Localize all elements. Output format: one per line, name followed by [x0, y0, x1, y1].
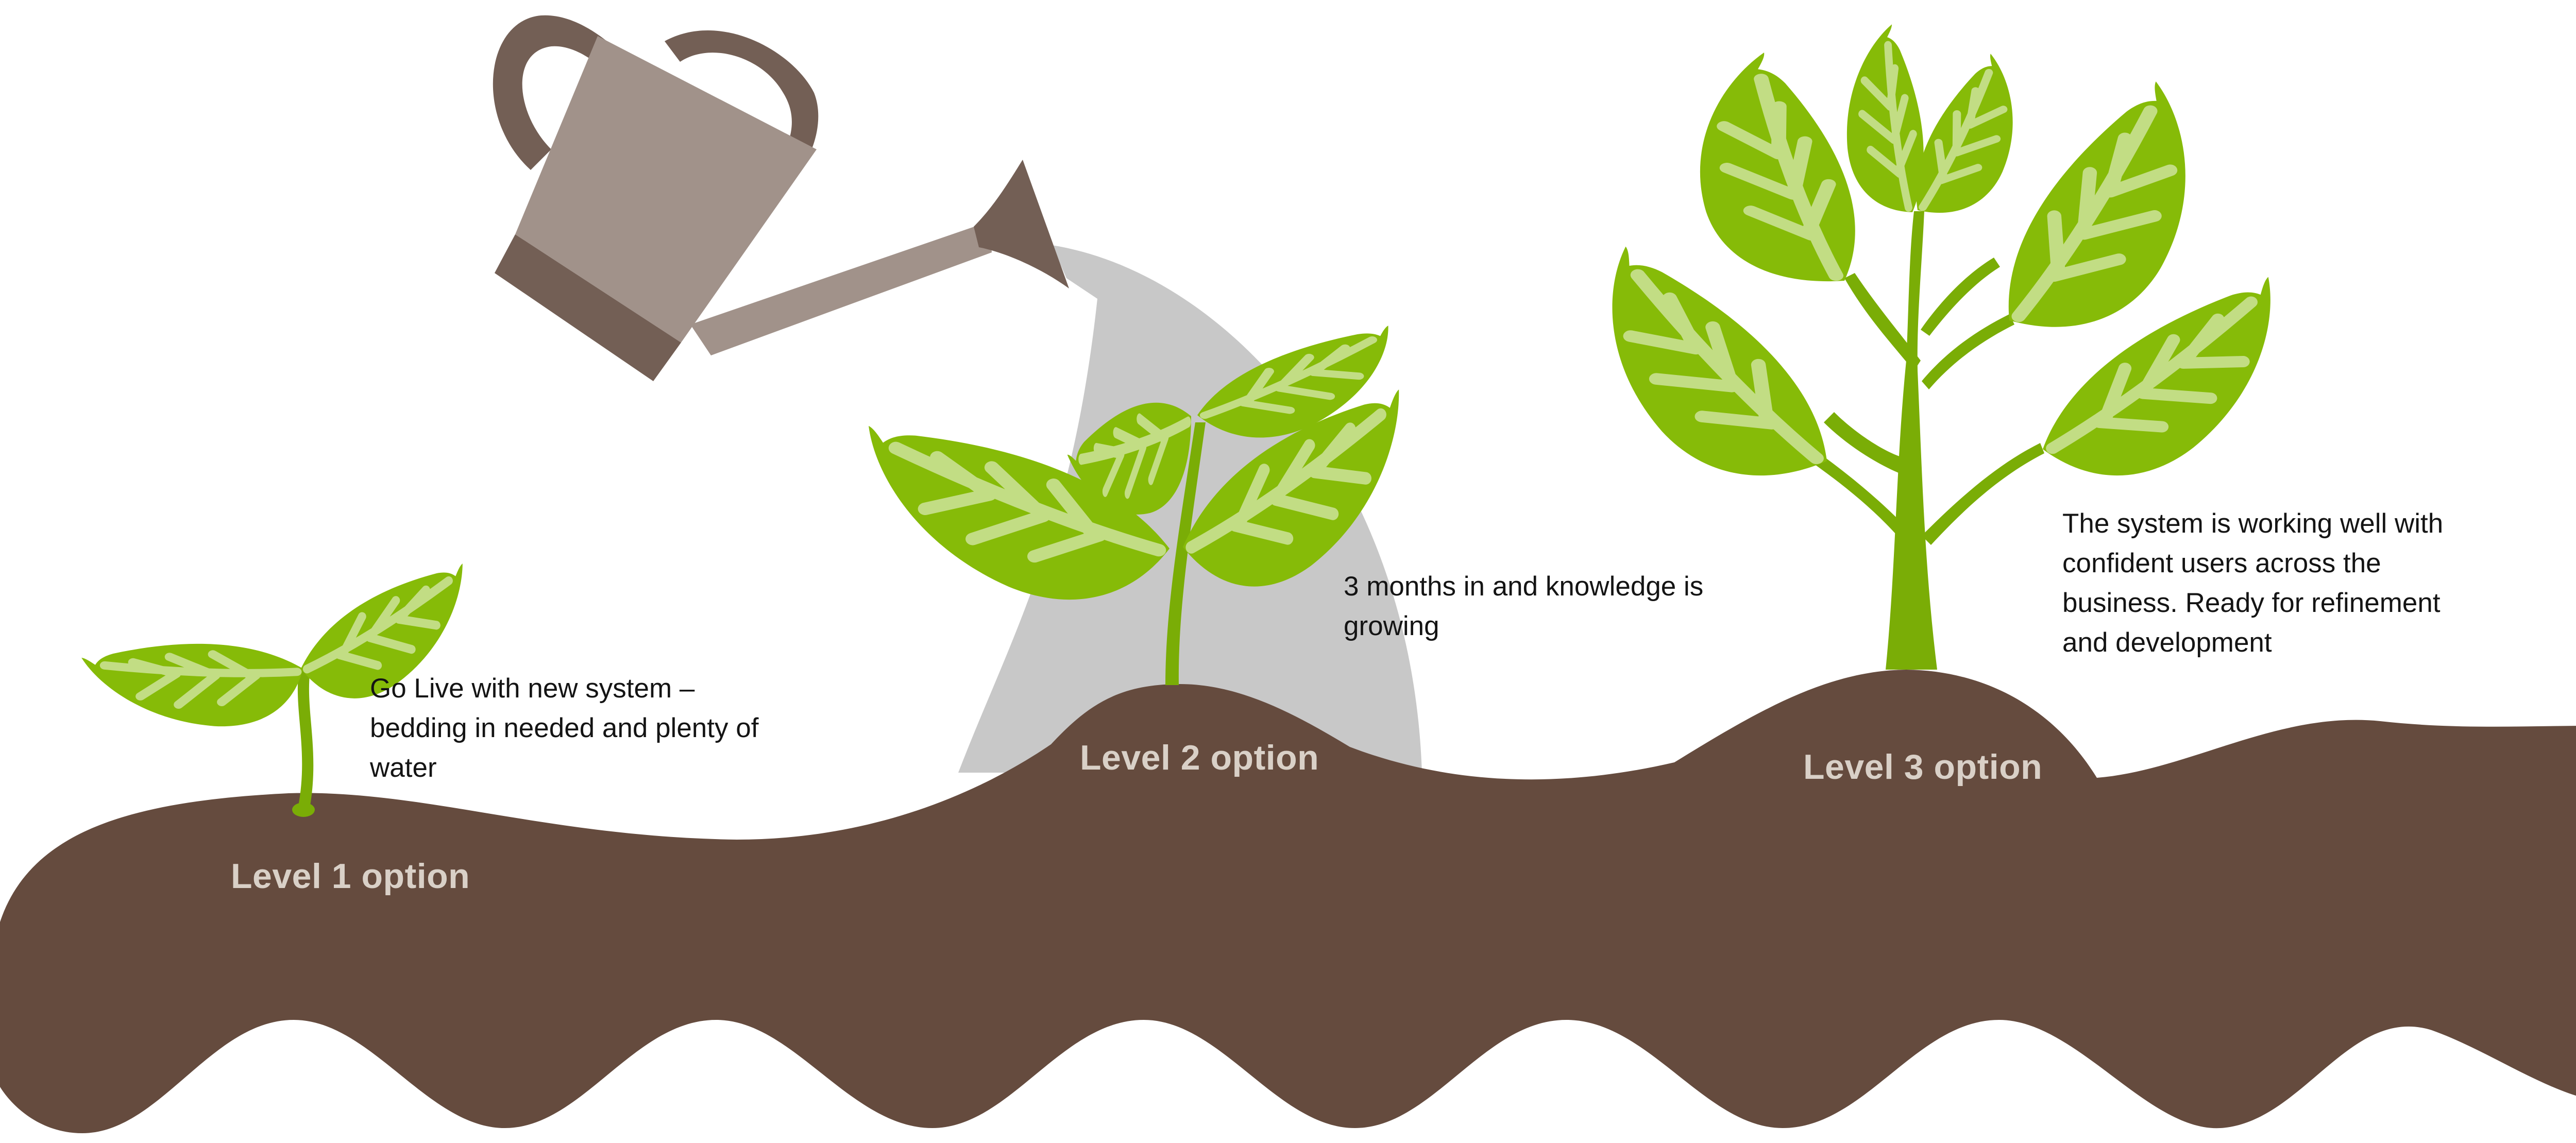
level-2-label: Level 2 option [1080, 738, 1319, 777]
level-3-description-line: The system is working well with [2062, 508, 2444, 539]
level-3-description: The system is working well with confiden… [2062, 504, 2443, 662]
level-1-description-line: bedding in needed and plenty of [370, 713, 759, 743]
level-2-description: 3 months in and knowledge is growing [1344, 567, 1703, 646]
level-1-label: Level 1 option [231, 857, 470, 896]
level-1-description-line: Go Live with new system – [370, 673, 695, 704]
level-1-description: Go Live with new system – bedding in nee… [370, 669, 758, 788]
sprout-icon [81, 564, 481, 817]
soil-ground [0, 670, 2576, 1133]
level-2-description-line: 3 months in and knowledge is [1344, 571, 1704, 602]
plant-icon [1526, 24, 2326, 670]
level-3-description-line: and development [2062, 627, 2272, 658]
level-1-description-line: water [370, 753, 437, 783]
level-3-description-line: business. Ready for refinement [2062, 588, 2441, 618]
level-3-label: Level 3 option [1803, 747, 2043, 787]
seedling-icon [856, 326, 1429, 685]
level-2-description-line: growing [1344, 611, 1439, 641]
watering-can-icon [493, 15, 1069, 381]
level-3-description-line: confident users across the [2062, 548, 2381, 578]
